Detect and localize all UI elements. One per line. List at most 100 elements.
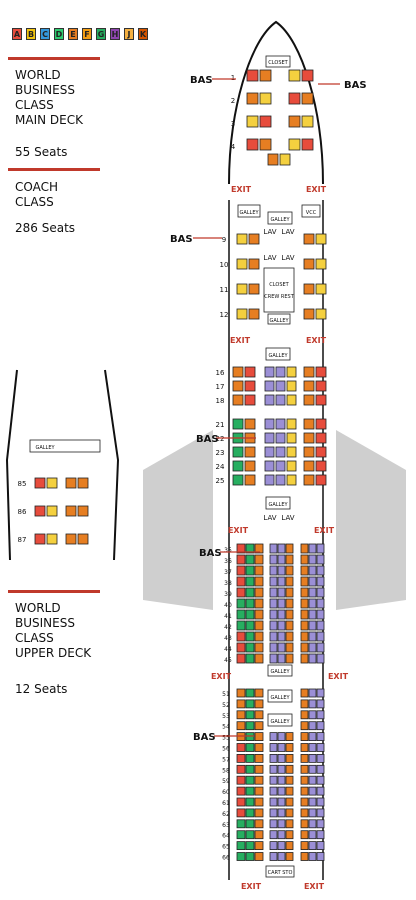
seat	[245, 699, 255, 709]
seat	[275, 394, 286, 406]
seat	[301, 69, 314, 82]
seat	[303, 233, 315, 245]
seat	[244, 380, 256, 392]
upper-deck-business-title: WORLD BUSINESS CLASS UPPER DECK	[15, 601, 92, 660]
seat	[315, 460, 327, 472]
seat	[316, 754, 325, 763]
exit-label: EXIT	[306, 336, 327, 345]
seat	[245, 543, 255, 554]
seat	[277, 609, 286, 620]
seat	[254, 732, 264, 741]
seat	[300, 721, 309, 731]
seat	[285, 598, 294, 609]
exit-label: EXIT	[231, 185, 252, 194]
seat	[259, 138, 272, 151]
row-number: 16	[216, 369, 225, 377]
seat	[277, 620, 286, 631]
row-number: 65	[222, 844, 230, 851]
seat	[300, 786, 309, 796]
seat	[300, 587, 309, 598]
row-number: 12	[220, 311, 229, 319]
seat	[236, 775, 246, 785]
seat	[245, 587, 255, 598]
seat	[275, 446, 286, 458]
seat	[269, 620, 278, 631]
seat	[308, 786, 317, 796]
seat	[308, 830, 317, 840]
seat	[236, 830, 246, 840]
galley-box	[267, 689, 293, 703]
seat	[300, 554, 309, 565]
bas-label: BAS	[190, 75, 213, 86]
seat	[300, 841, 309, 850]
seat	[277, 743, 286, 752]
seat	[285, 554, 294, 565]
seat	[285, 819, 294, 829]
seat	[315, 283, 327, 295]
seat	[254, 710, 264, 720]
seat	[308, 631, 317, 642]
seat	[245, 841, 255, 850]
seat	[316, 688, 325, 698]
seat	[285, 764, 294, 774]
seat	[315, 432, 327, 444]
seat	[285, 576, 294, 587]
seat	[245, 620, 255, 631]
seat	[285, 754, 294, 763]
galley-label: GALLEY	[269, 318, 289, 324]
seat	[232, 380, 244, 392]
seat	[254, 743, 264, 752]
seat	[236, 699, 246, 709]
seat	[316, 576, 325, 587]
seat	[248, 258, 260, 270]
galley-label: GALLEY	[270, 719, 290, 725]
seat	[245, 721, 255, 731]
bas-label: BAS	[344, 80, 367, 91]
seat	[236, 841, 246, 850]
seat	[245, 797, 255, 807]
coach-class-seat-count: 286 Seats	[15, 221, 76, 235]
galley-box	[267, 313, 291, 325]
legend-key-d: D	[54, 28, 64, 40]
seat	[245, 710, 255, 720]
seat	[316, 721, 325, 731]
seat	[308, 543, 317, 554]
seat	[316, 852, 325, 861]
seat	[244, 418, 256, 430]
galley-label: GALLEY	[268, 353, 288, 359]
seat	[269, 852, 278, 861]
seat	[246, 69, 259, 82]
seat	[300, 797, 309, 807]
seat	[269, 786, 278, 796]
seat	[303, 446, 315, 458]
seat	[254, 786, 264, 796]
seat	[264, 474, 275, 486]
seat	[277, 642, 286, 653]
row-number: 43	[224, 635, 232, 642]
seat	[315, 308, 327, 320]
row-number: 87	[18, 536, 27, 544]
seat	[285, 543, 294, 554]
closet-box	[265, 55, 291, 68]
row-number: 64	[222, 833, 230, 840]
seat	[308, 598, 317, 609]
seat	[34, 505, 46, 517]
seat	[308, 699, 317, 709]
seat	[269, 808, 278, 818]
seat	[269, 631, 278, 642]
seat	[277, 754, 286, 763]
seat	[275, 418, 286, 430]
seat	[254, 764, 264, 774]
seat	[300, 754, 309, 763]
seat	[300, 710, 309, 720]
seat	[316, 587, 325, 598]
seat	[316, 554, 325, 565]
seat	[286, 366, 297, 378]
seat	[316, 841, 325, 850]
seat	[316, 808, 325, 818]
seat	[254, 819, 264, 829]
seat	[316, 786, 325, 796]
seat	[245, 598, 255, 609]
seat	[300, 830, 309, 840]
